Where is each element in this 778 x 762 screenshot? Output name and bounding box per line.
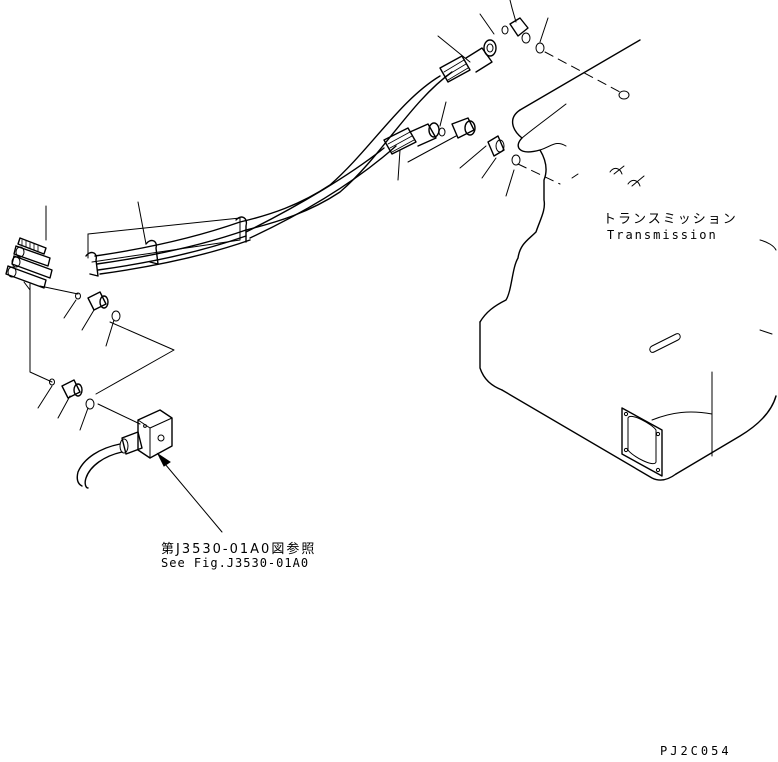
upper-hose [239,71,453,231]
reference-label-en: See Fig.J3530-01A0 [161,556,310,570]
transmission-housing [479,39,777,481]
clamp-bracket [85,216,248,277]
callout-leaders [37,0,549,533]
connector-fitting-1 [75,291,121,322]
upper-hose-end-fitting [439,39,497,83]
lower-elbow-fitting [451,117,521,166]
hose-bundle [94,221,251,275]
upper-elbow-fitting [501,7,531,44]
manifold-leaders [29,283,175,425]
upper-o-ring [535,42,545,54]
lower-hose [245,145,397,239]
valve-block [76,409,173,489]
manifold-connectors [5,237,53,291]
transmission-label-jp: トランスミッション [603,212,738,227]
transmission-label-en: Transmission [607,228,718,242]
drawing-code: PJ2C054 [660,744,732,758]
connector-fitting-2 [49,378,95,410]
lower-hose-end-fitting [383,122,446,155]
reference-label-jp: 第J3530-01A0図参照 [161,542,317,557]
